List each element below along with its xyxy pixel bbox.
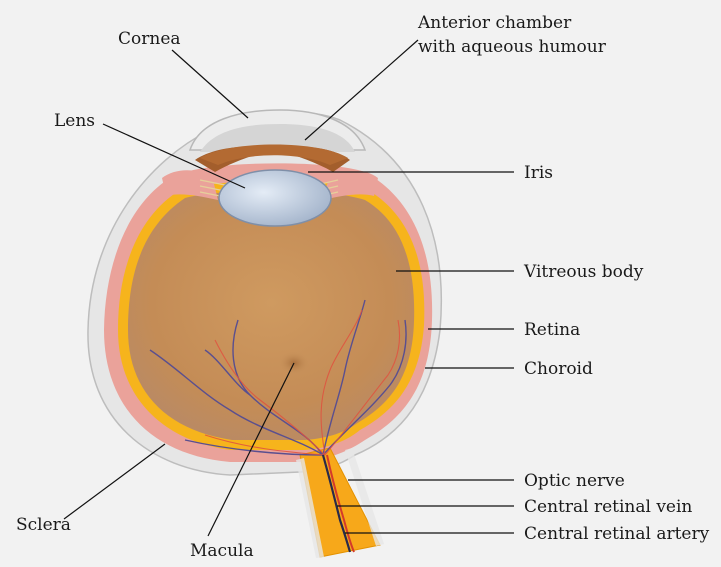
label-choroid: Choroid (524, 359, 593, 379)
label-sclera: Sclera (16, 515, 71, 535)
label-anterior-chamber-line1: Anterior chamber (417, 13, 572, 33)
label-vitreous-body: Vitreous body (523, 262, 644, 282)
label-optic-nerve: Optic nerve (524, 471, 625, 491)
lens-shape (219, 170, 331, 226)
label-central-retinal-vein: Central retinal vein (524, 497, 692, 517)
label-anterior-chamber-line2: with aqueous humour (418, 37, 607, 57)
label-macula: Macula (190, 541, 254, 561)
label-lens: Lens (54, 111, 95, 131)
label-retina: Retina (524, 320, 580, 340)
label-central-retinal-artery: Central retinal artery (524, 524, 710, 544)
label-iris: Iris (524, 163, 553, 183)
label-cornea: Cornea (118, 29, 181, 49)
vitreous-body (128, 191, 414, 440)
